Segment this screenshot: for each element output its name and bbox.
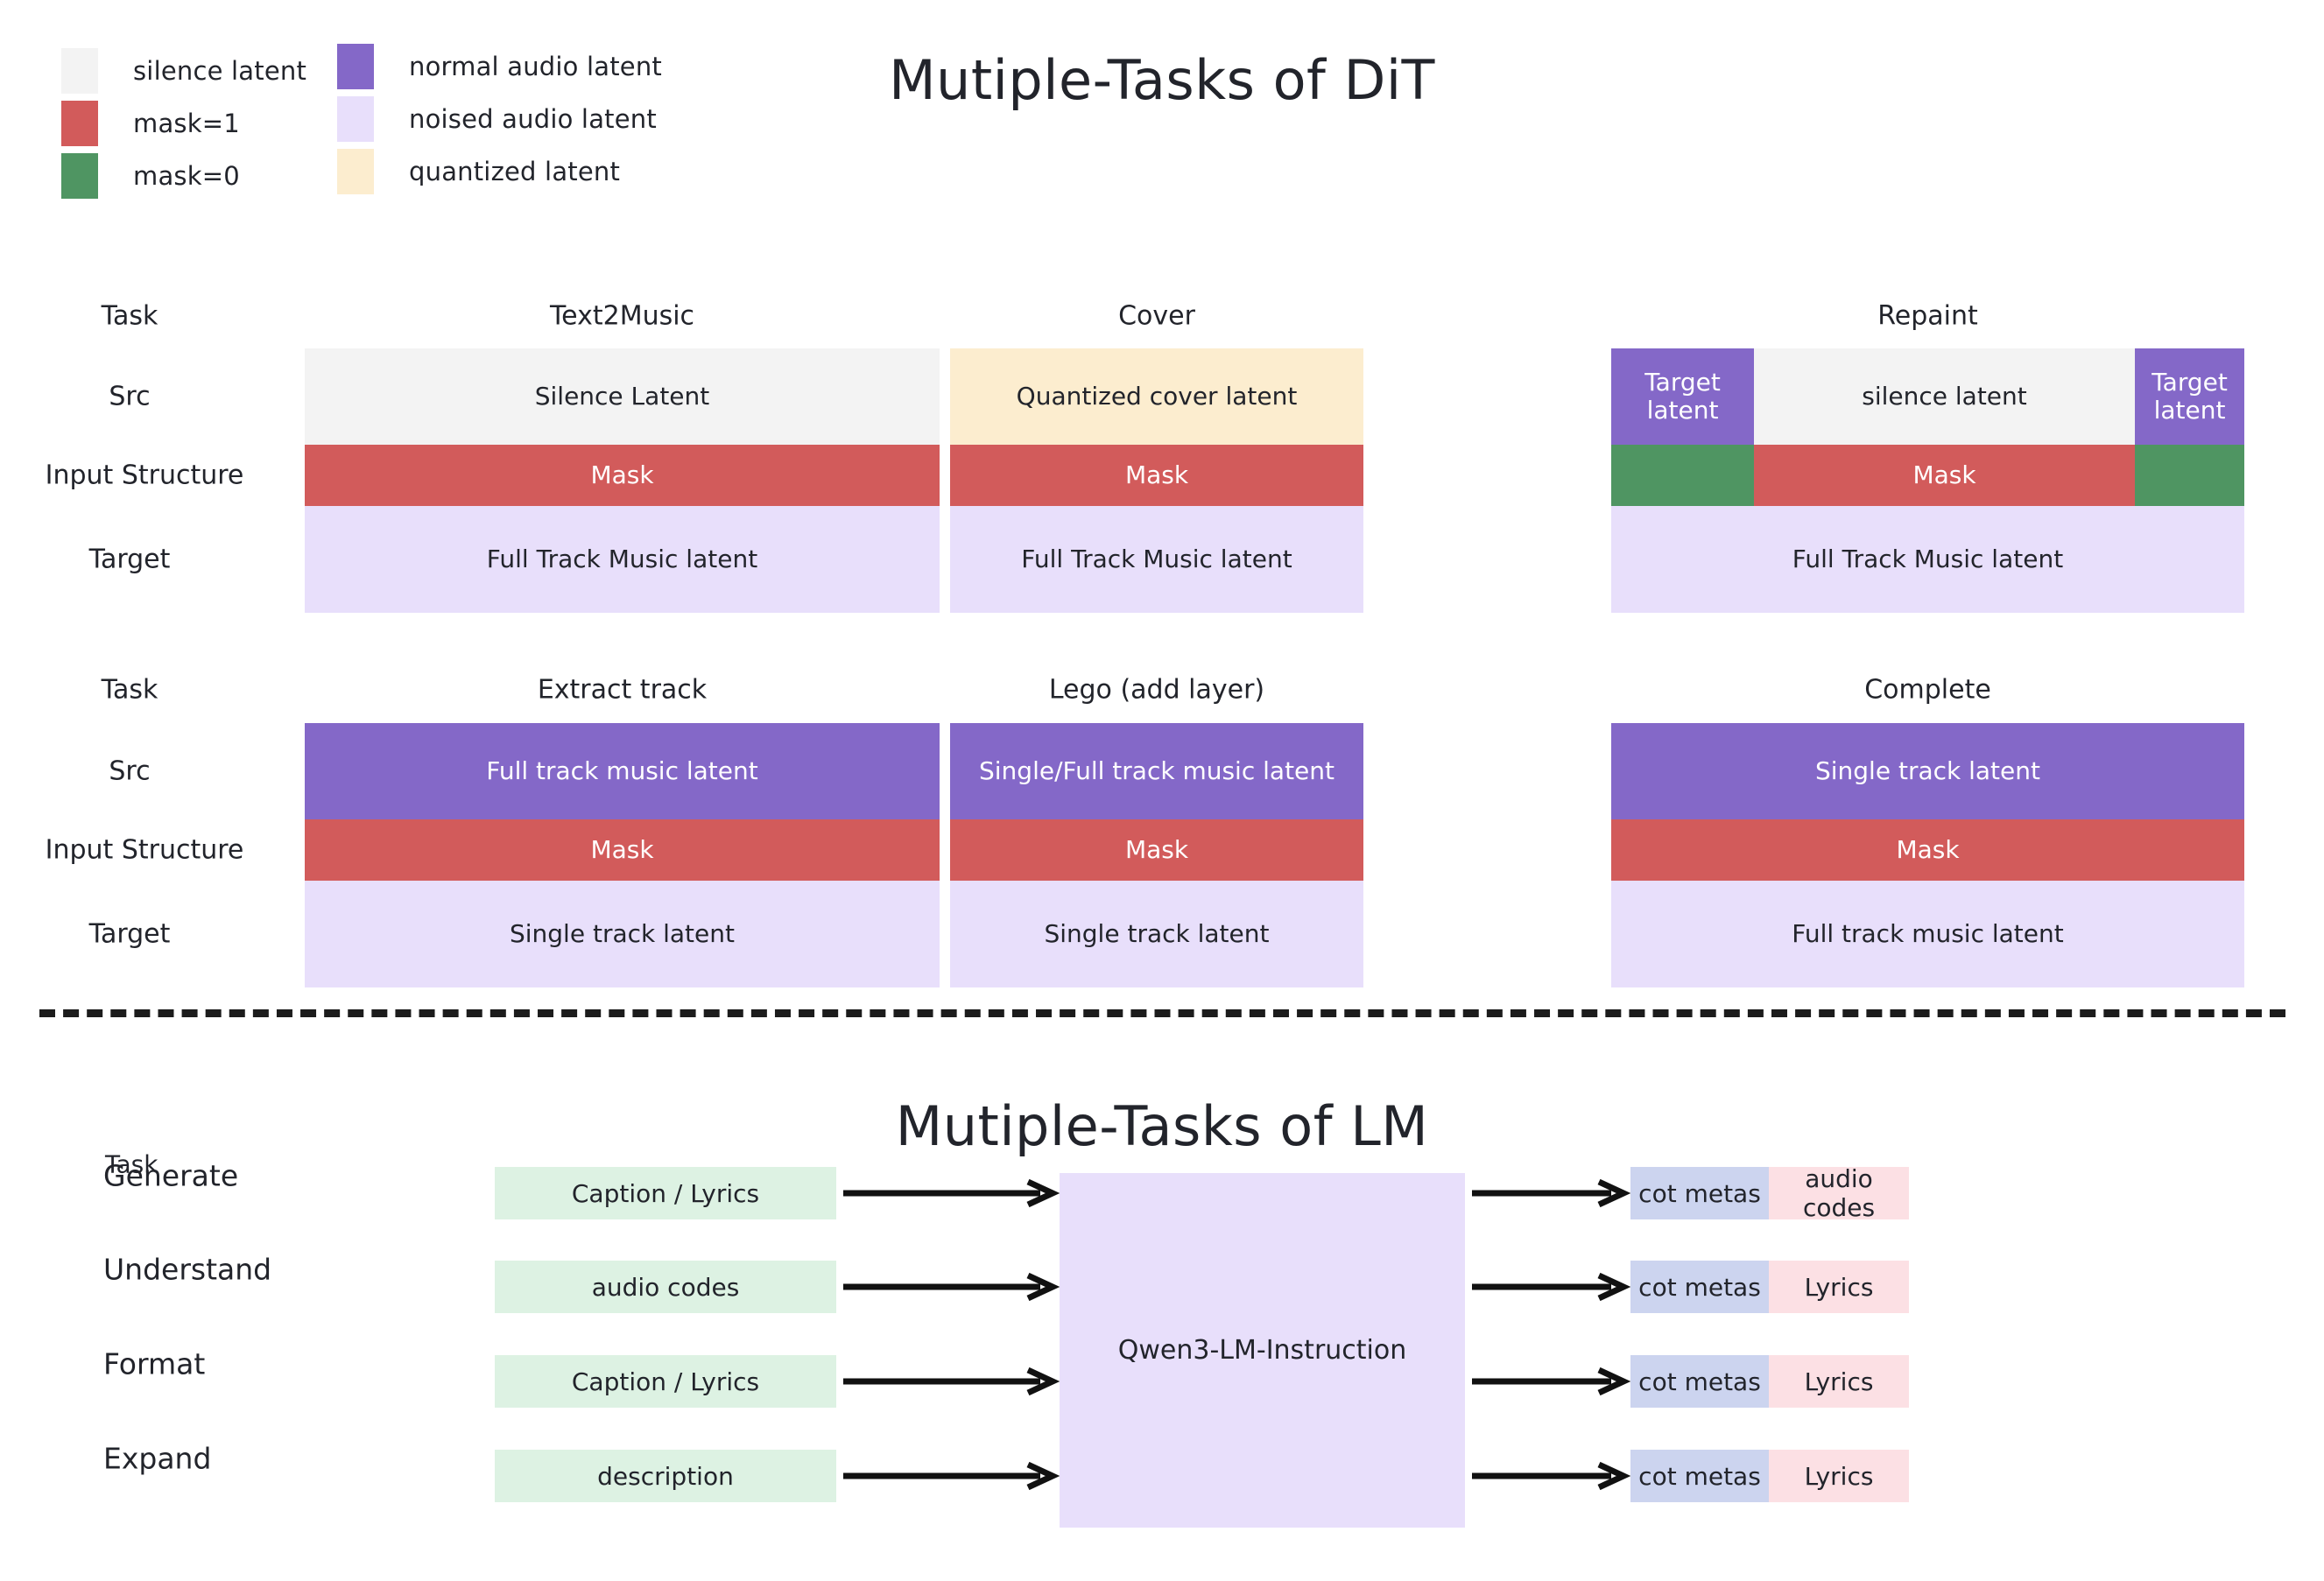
dit-cell-src: Silence Latent [305, 348, 940, 445]
dit-cell-mask: Mask [305, 819, 940, 881]
dit-cell-src: Single track latent [1611, 723, 2244, 819]
dit-cell-mask: Mask [305, 445, 940, 506]
lm-arrow-in [843, 1367, 1060, 1396]
dit-task-header: Lego (add layer) [1048, 674, 1265, 706]
dit-cell-target: Full Track Music latent [950, 506, 1363, 613]
color-swatch-icon [61, 48, 98, 94]
lm-arrow-out [1472, 1461, 1631, 1491]
lm-core-box: Qwen3-LM-Instruction [1060, 1173, 1465, 1528]
dit-cell-target: Single track latent [305, 881, 940, 987]
color-swatch-icon [337, 149, 374, 194]
lm-arrow-in [843, 1461, 1060, 1491]
legend-item-label: mask=0 [133, 161, 240, 191]
dit-row-label-input-structure: Input Structure [45, 460, 244, 491]
lm-input-box: description [495, 1450, 836, 1502]
dit-cell-target: Single track latent [950, 881, 1363, 987]
lm-arrow-out [1472, 1367, 1631, 1396]
dit-row-label-target: Target [88, 918, 171, 950]
dit-row-label-src: Src [109, 755, 151, 787]
dit-cell-mask: Mask [1611, 819, 2244, 881]
lm-output-cot-metas: cot metas [1630, 1355, 1769, 1408]
dit-cell-src: Target latent [2135, 348, 2244, 445]
dit-task-header: Text2Music [549, 300, 695, 332]
lm-task-label: Expand [103, 1441, 212, 1476]
color-swatch-icon [61, 101, 98, 146]
dit-cell-target: Full Track Music latent [305, 506, 940, 613]
section-divider [39, 1009, 2285, 1017]
color-swatch-icon [337, 96, 374, 142]
dit-row-label-input-structure: Input Structure [45, 834, 244, 866]
lm-input-box: Caption / Lyrics [495, 1167, 836, 1219]
dit-cell-mask: Mask [1754, 445, 2135, 506]
lm-output-payload: audio codes [1769, 1164, 1909, 1222]
lm-arrow-out [1472, 1178, 1631, 1208]
dit-row-label-task: Task [101, 674, 158, 706]
dit-cell-target: Full Track Music latent [1611, 506, 2244, 613]
dit-cell-src: silence latent [1754, 348, 2135, 445]
lm-section-title: Mutiple-Tasks of LM [895, 1094, 1429, 1158]
legend-item-label: quantized latent [409, 157, 621, 186]
dit-row-label-target: Target [88, 544, 171, 575]
dit-cell-mask [2135, 445, 2244, 506]
dit-cell-mask [1611, 445, 1754, 506]
legend: silence latent mask=1 mask=0 normal audio l… [0, 0, 666, 210]
dit-task-header: Extract track [537, 674, 708, 706]
lm-output-cot-metas: cot metas [1630, 1450, 1769, 1502]
lm-task-label: Understand [103, 1252, 272, 1287]
dit-task-header: Complete [1864, 674, 1991, 706]
lm-output-payload: Lyrics [1769, 1261, 1909, 1313]
dit-section-title: Mutiple-Tasks of DiT [889, 48, 1435, 112]
legend-item-label: noised audio latent [409, 104, 657, 134]
lm-output-cot-metas: cot metas [1630, 1261, 1769, 1313]
color-swatch-icon [61, 153, 98, 199]
legend-item-label: mask=1 [133, 109, 240, 138]
dit-cell-target: Full track music latent [1611, 881, 2244, 987]
legend-item: mask=0 [61, 153, 240, 199]
legend-item: mask=1 [61, 101, 240, 146]
lm-arrow-out [1472, 1272, 1631, 1302]
lm-input-box: audio codes [495, 1261, 836, 1313]
legend-item: normal audio latent [337, 44, 662, 89]
lm-output-cot-metas: cot metas [1630, 1167, 1769, 1219]
lm-output-payload: Lyrics [1769, 1355, 1909, 1408]
dit-task-header: Repaint [1877, 300, 1978, 332]
lm-output-payload: Lyrics [1769, 1450, 1909, 1502]
dit-row-label-src: Src [109, 381, 151, 412]
lm-input-box: Caption / Lyrics [495, 1355, 836, 1408]
dit-task-header: Cover [1118, 300, 1195, 332]
lm-arrow-in [843, 1178, 1060, 1208]
legend-item-label: silence latent [133, 56, 307, 86]
legend-item: silence latent [61, 48, 306, 94]
legend-item: noised audio latent [337, 96, 657, 142]
color-swatch-icon [337, 44, 374, 89]
dit-cell-src: Full track music latent [305, 723, 940, 819]
lm-task-column-header: Task [105, 1149, 158, 1179]
dit-cell-src: Quantized cover latent [950, 348, 1363, 445]
lm-task-label: Format [103, 1346, 206, 1381]
dit-cell-mask: Mask [950, 445, 1363, 506]
dit-cell-mask: Mask [950, 819, 1363, 881]
lm-task-label: Generate [103, 1158, 239, 1193]
dit-row-label-task: Task [101, 300, 158, 332]
lm-arrow-in [843, 1272, 1060, 1302]
dit-cell-src: Target latent [1611, 348, 1754, 445]
dit-cell-src: Single/Full track music latent [950, 723, 1363, 819]
legend-item: quantized latent [337, 149, 620, 194]
legend-item-label: normal audio latent [409, 52, 662, 81]
